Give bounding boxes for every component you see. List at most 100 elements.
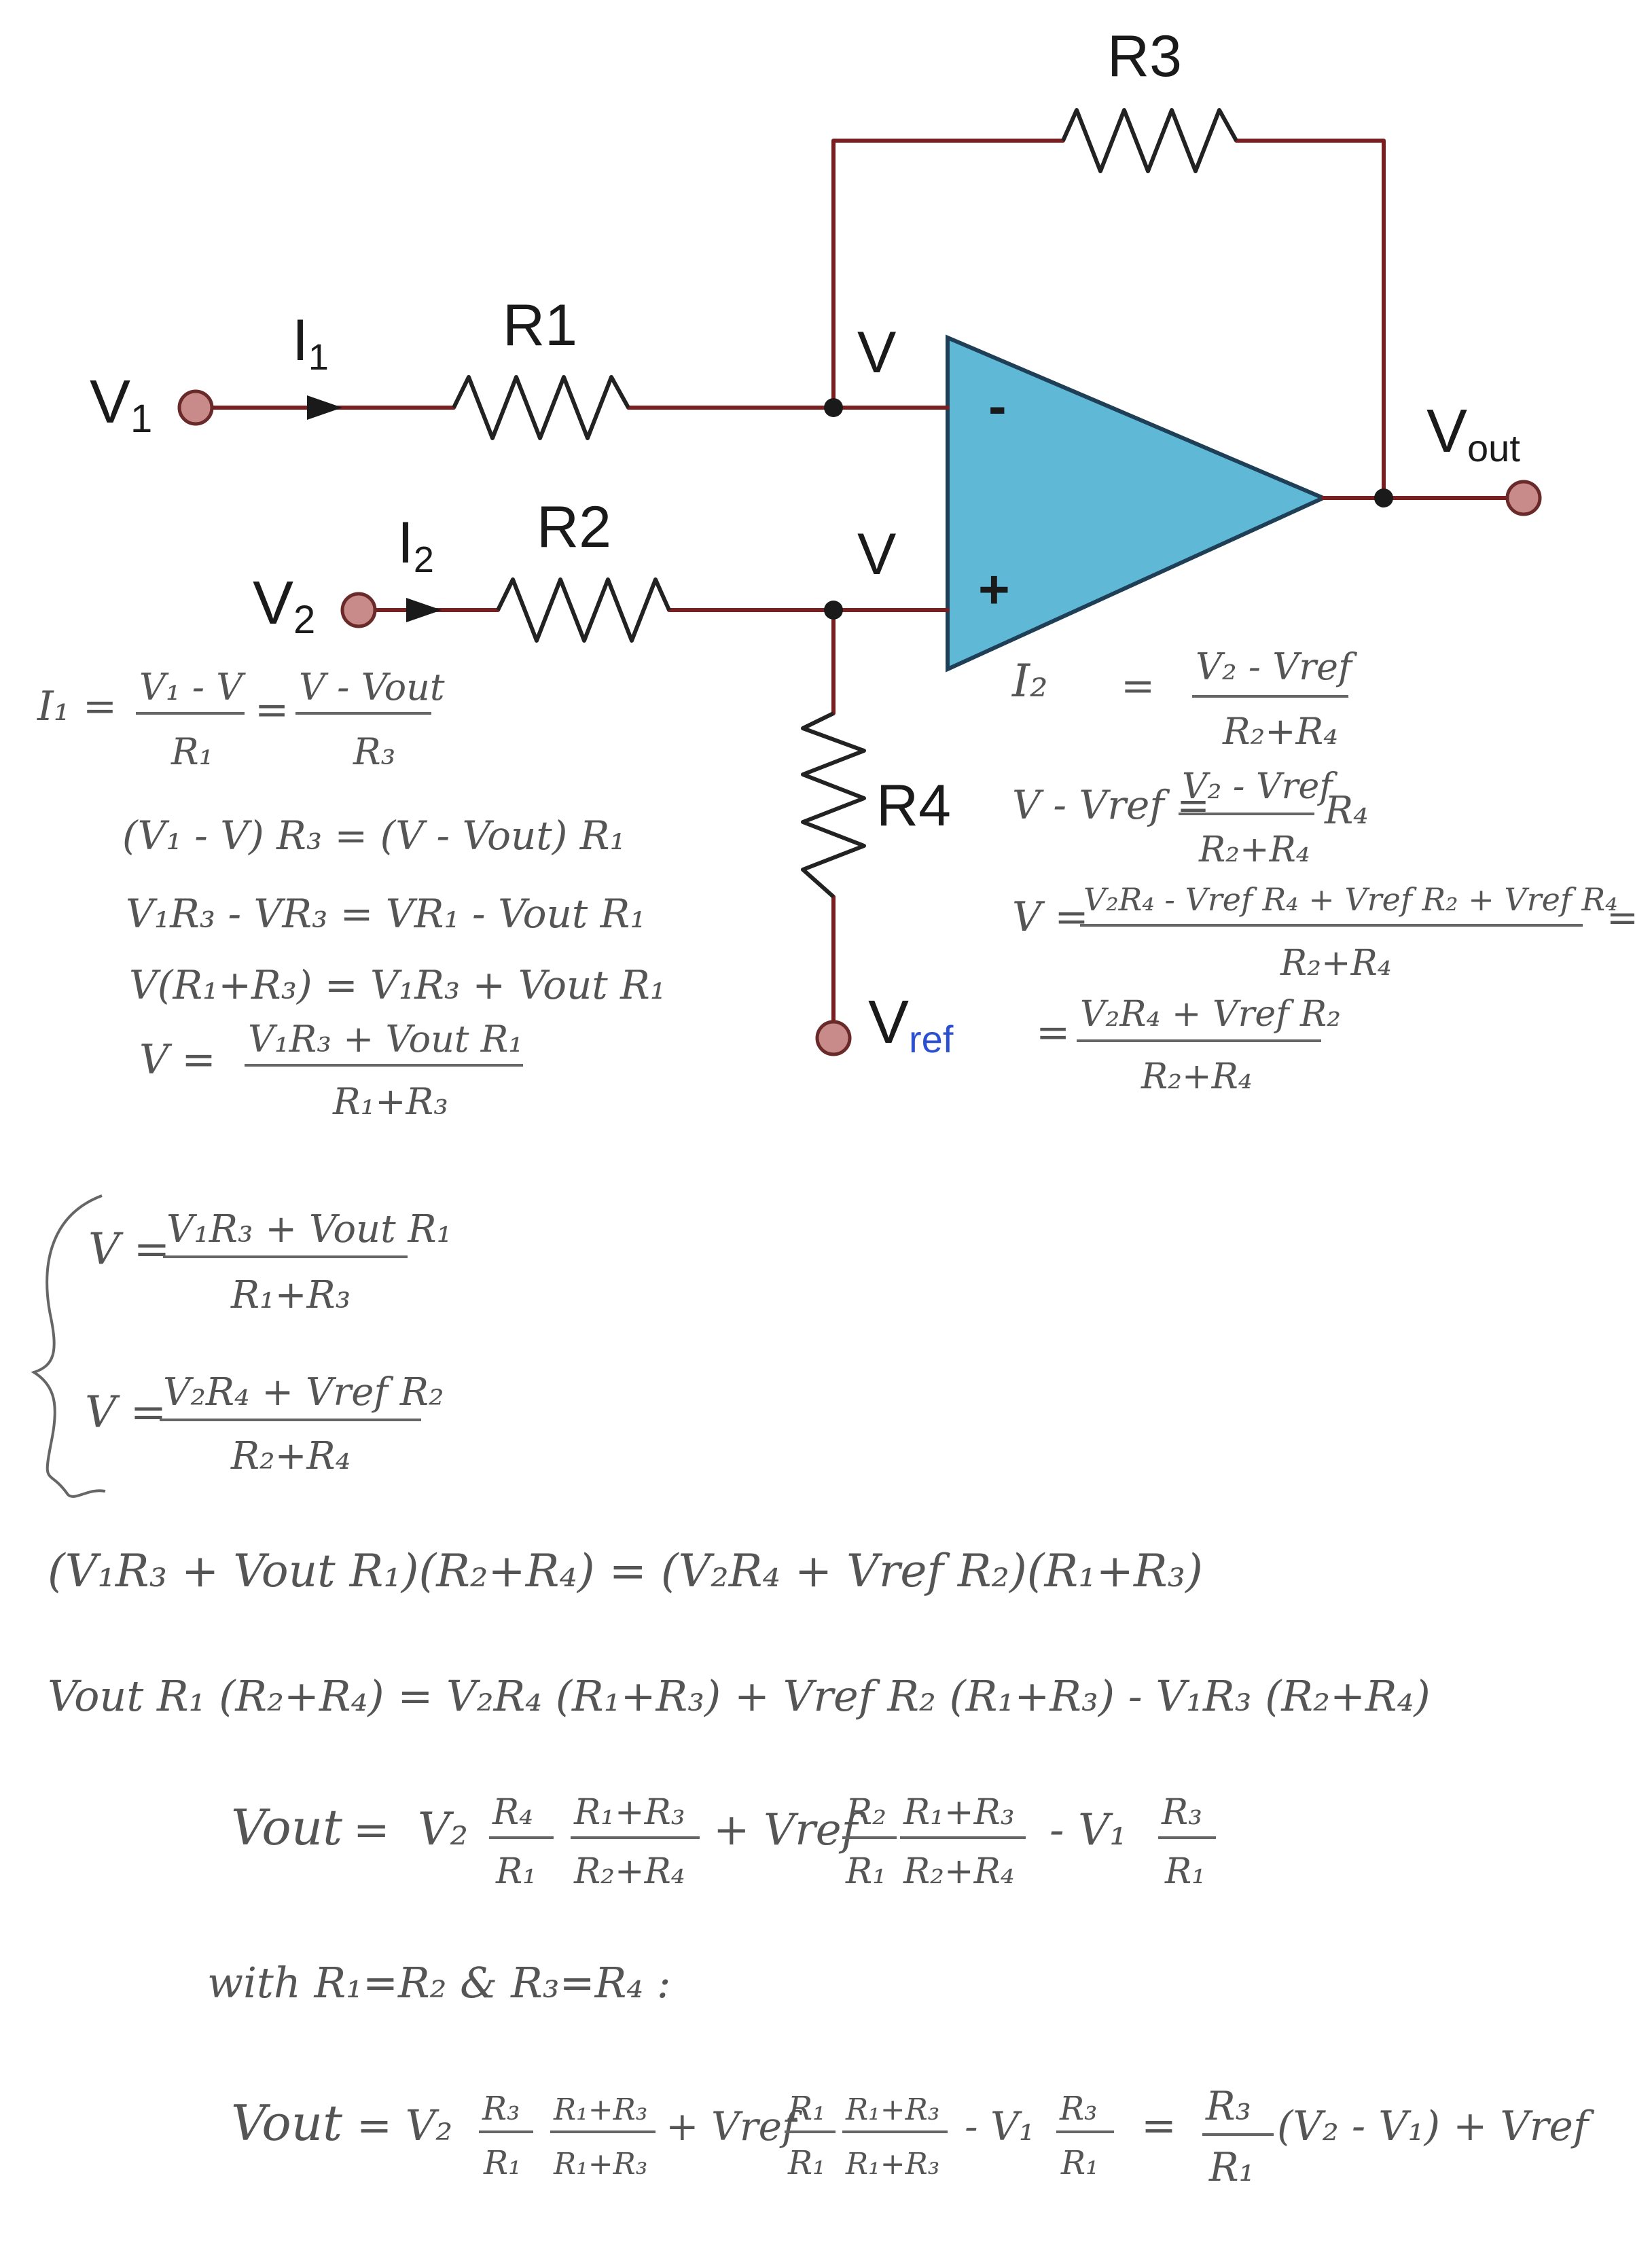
- equation-8-eq: =: [353, 1805, 390, 1855]
- label-vref: Vref: [868, 988, 954, 1060]
- equation-9-eq: = V₂: [357, 2101, 452, 2150]
- equation-8-f4-num: R₁+R₃: [903, 1792, 1015, 1833]
- equation-9-f1-den: R₁: [483, 2144, 521, 2182]
- note-right-3-tail: =: [1606, 896, 1638, 940]
- note-left-3: V₁R₃ - VR₃ = VR₁ - Vout R₁: [126, 891, 646, 937]
- notes-right: I₂ = V₂ - Vref R₂+R₄ V - Vref = V₂ - Vre…: [1011, 645, 1638, 1097]
- resistor-r3: [1061, 108, 1238, 173]
- system-brace: [31, 1194, 106, 1498]
- equation-9-f4-num: R₁+R₃: [845, 2092, 939, 2127]
- label-v2-main: V: [253, 569, 293, 637]
- equation-9-term3: - V₁: [965, 2103, 1035, 2150]
- label-vout: Vout: [1426, 397, 1520, 469]
- wire-feedback-right: [1234, 139, 1386, 500]
- label-r3: R3: [1107, 24, 1182, 89]
- system-eq1-den: R₁+R₃: [230, 1273, 351, 1317]
- equation-9-lhs: Vout: [231, 2094, 343, 2152]
- note-right-4-den: R₂+R₄: [1141, 1056, 1253, 1097]
- equation-8-f2-den: R₂+R₄: [573, 1851, 685, 1892]
- label-i2: I2: [397, 510, 434, 580]
- equation-8-f4-den: R₂+R₄: [903, 1851, 1015, 1892]
- current-arrow-i2: [406, 598, 442, 622]
- label-vref-main: V: [868, 988, 909, 1056]
- equation-8-f2-num: R₁+R₃: [573, 1792, 685, 1833]
- note-right-2-lhs: V - Vref =: [1012, 782, 1210, 828]
- current-arrow-i1: [307, 395, 342, 420]
- equation-9-tail: (V₂ - V₁) + Vref: [1277, 2103, 1595, 2150]
- system-eq1-num: V₁R₃ + Vout R₁: [166, 1207, 452, 1251]
- opamp-minus-sign: -: [988, 376, 1007, 436]
- notes-left: I₁ = V₁ - V R₁ = V - Vout R₃ (V₁ - V) R₃…: [37, 666, 666, 1123]
- condition-line: with R₁=R₂ & R₃=R₄ :: [207, 1958, 671, 2008]
- label-vref-sub: ref: [909, 1018, 954, 1060]
- equation-8-f5-num: R₃: [1161, 1792, 1202, 1833]
- equation-8-term3: - V₁: [1049, 1805, 1127, 1855]
- equation-9-f4-den: R₁+R₃: [845, 2147, 939, 2181]
- circuit-schematic: - + R3 R1 R2 R4 I1: [90, 24, 1542, 1060]
- label-i2-main: I: [397, 510, 414, 575]
- label-v2: V2: [253, 569, 315, 642]
- equation-system: V = V₁R₃ + Vout R₁ R₁+R₃ V = V₂R₄ + Vref…: [31, 1194, 452, 1498]
- equation-9-eq2: =: [1141, 2101, 1177, 2150]
- label-r1: R1: [503, 293, 577, 358]
- note-left-2: (V₁ - V) R₃ = (V - Vout) R₁: [122, 813, 626, 859]
- label-i1-sub: 1: [308, 337, 329, 378]
- equation-9-f2-den: R₁+R₃: [553, 2147, 647, 2181]
- label-i1: I1: [292, 308, 329, 378]
- note-right-2-tail: R₄: [1324, 789, 1369, 833]
- equation-8-lhs: Vout: [231, 1799, 343, 1856]
- note-left-1-den1: R₁: [170, 730, 213, 773]
- label-v1-sub: 1: [130, 397, 152, 441]
- derivation: (V₁R₃ + Vout R₁)(R₂+R₄) = (V₂R₄ + Vref R…: [48, 1545, 1595, 2190]
- equation-7: Vout R₁ (R₂+R₄) = V₂R₄ (R₁+R₃) + Vref R₂…: [48, 1671, 1431, 1721]
- resistor-r4: [801, 711, 866, 899]
- note-right-3-lhs: V =: [1012, 893, 1089, 941]
- junction-minus-node: [824, 398, 843, 417]
- label-i1-main: I: [292, 308, 308, 373]
- equation-9-f5-num: R₃: [1059, 2090, 1097, 2128]
- equation-6: (V₁R₃ + Vout R₁)(R₂+R₄) = (V₂R₄ + Vref R…: [48, 1545, 1203, 1597]
- label-r2: R2: [537, 495, 611, 560]
- label-vout-main: V: [1426, 397, 1467, 465]
- opamp-plus-sign: +: [978, 559, 1010, 620]
- note-right-4-num: V₂R₄ + Vref R₂: [1080, 994, 1341, 1035]
- system-eq2-num: V₂R₄ + Vref R₂: [163, 1370, 444, 1414]
- equation-9-f6-den: R₁: [1208, 2144, 1255, 2190]
- resistor-r2: [496, 577, 671, 643]
- system-eq2-den: R₂+R₄: [230, 1434, 351, 1478]
- note-left-1-den2: R₃: [353, 730, 395, 773]
- equation-9-f6-num: R₃: [1205, 2083, 1251, 2129]
- note-left-1-num1: V₁ - V: [139, 666, 246, 709]
- equation-8-f1-den: R₁: [495, 1851, 537, 1892]
- opamp-triangle: [946, 334, 1329, 673]
- note-right-1-eq: =: [1121, 662, 1155, 710]
- terminal-v2: [340, 592, 377, 628]
- equation-8-term1: V₂: [418, 1803, 468, 1855]
- equation-8-f1-num: R₄: [492, 1792, 533, 1833]
- note-left-1-eq: =: [255, 686, 289, 734]
- equation-8-f3-num: R₂: [845, 1792, 886, 1833]
- terminal-v1: [177, 389, 214, 426]
- system-eq1-lhs: V =: [88, 1224, 170, 1274]
- equation-8-f5-den: R₁: [1164, 1851, 1206, 1892]
- label-vout-sub: out: [1467, 427, 1520, 469]
- terminal-vout: [1505, 480, 1542, 516]
- note-right-2-den: R₂+R₄: [1198, 830, 1310, 870]
- note-right-1-num: V₂ - Vref: [1196, 645, 1357, 688]
- note-right-1-den: R₂+R₄: [1222, 710, 1338, 753]
- note-right-3-num: V₂R₄ - Vref R₄ + Vref R₂ + Vref R₄: [1083, 881, 1618, 918]
- equation-9-f3-den: R₁: [787, 2144, 825, 2182]
- terminal-vref: [815, 1020, 852, 1056]
- label-v1-main: V: [90, 368, 130, 436]
- equation-9-term2: + Vref: [666, 2103, 803, 2150]
- note-left-1-num2: V - Vout: [299, 666, 445, 709]
- junction-output-node: [1374, 488, 1393, 507]
- note-left-5-lhs: V =: [139, 1036, 216, 1084]
- label-i2-sub: 2: [414, 539, 434, 580]
- label-v1: V1: [90, 368, 152, 441]
- label-node-plus: V: [857, 522, 896, 587]
- note-left-1-lhs: I₁ =: [37, 683, 117, 730]
- note-right-4-lhs: =: [1036, 1009, 1070, 1056]
- wire-feedback-left: [831, 139, 1065, 410]
